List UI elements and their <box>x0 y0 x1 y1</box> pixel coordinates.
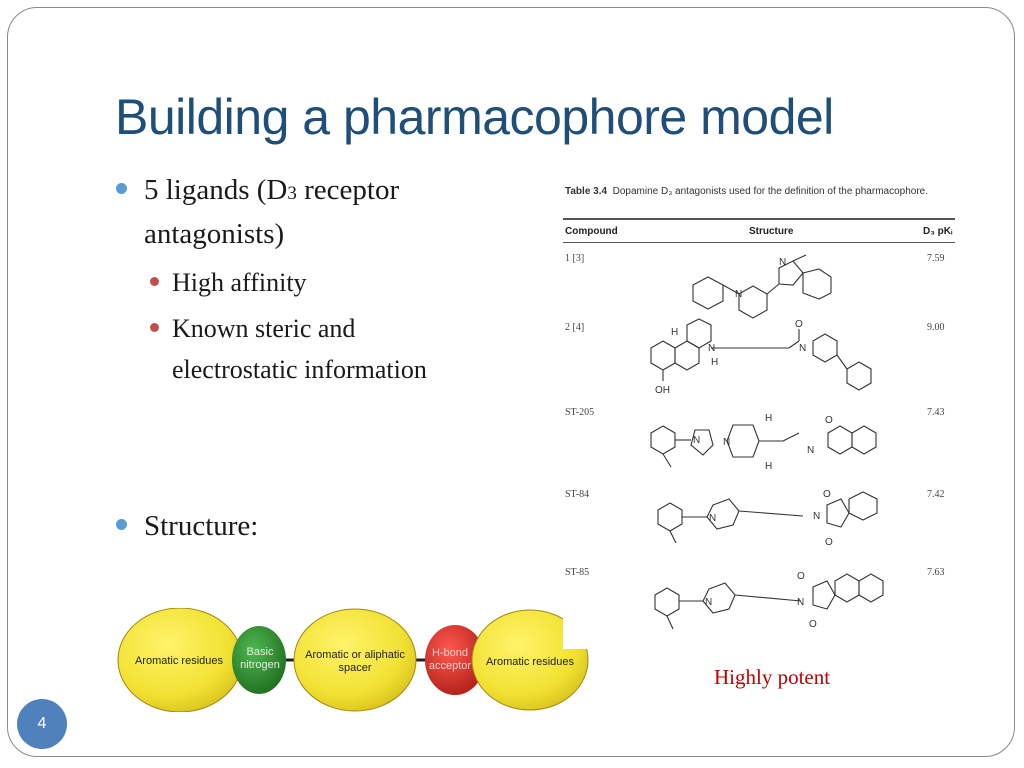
table-caption: Table 3.4 Dopamine D₃ antagonists used f… <box>565 185 957 198</box>
atom-h: H <box>711 357 718 368</box>
atom-o: O <box>797 571 805 582</box>
row-4-pk: 7.42 <box>927 489 945 500</box>
label-nitrogen: nitrogen <box>240 659 280 671</box>
bullet-structure: Structure: <box>116 504 259 548</box>
row-1-compound: 1 [3] <box>565 253 585 264</box>
row-3-compound: ST-205 <box>565 407 595 418</box>
atom-oh: OH <box>655 385 670 396</box>
atom-o: O <box>809 619 817 630</box>
table-caption-text: Dopamine D₃ antagonists used for the def… <box>612 186 929 197</box>
atom-o: O <box>825 415 833 426</box>
atom-n: N <box>708 343 715 354</box>
col-structure: Structure <box>749 226 794 237</box>
row-5-compound: ST-85 <box>565 567 590 578</box>
row-5-pk: 7.63 <box>927 567 945 578</box>
col-pk: D₃ pKᵢ <box>923 226 953 237</box>
sub-bullet-text: Known steric and <box>172 314 356 343</box>
atom-o: O <box>795 319 803 330</box>
spacer-sphere <box>293 608 417 712</box>
label-spacer-2: spacer <box>338 662 371 674</box>
table-caption-label: Table 3.4 <box>565 186 608 197</box>
atom-n: N <box>813 511 820 522</box>
structure-5 <box>654 573 884 630</box>
label-spacer-1: Aromatic or aliphatic <box>305 649 405 661</box>
row-2-pk: 9.00 <box>927 322 945 333</box>
label-aromatic-residues-2: Aromatic residues <box>486 656 575 668</box>
atom-o: O <box>823 489 831 500</box>
atom-n: N <box>799 343 806 354</box>
atom-h: H <box>765 413 772 424</box>
chemical-structures: N N H N H N O OH N N H H N O N N O O N N… <box>650 254 884 630</box>
row-3-pk: 7.43 <box>927 407 945 418</box>
structure-1 <box>692 254 832 319</box>
bullet-text: 5 ligands (D <box>144 174 288 206</box>
bullet-text: antagonists) <box>144 218 285 250</box>
structure-3 <box>650 424 877 468</box>
col-compound: Compound <box>565 226 618 237</box>
label-acceptor: acceptor <box>429 660 472 672</box>
structure-2 <box>650 318 872 391</box>
compound-table: Table 3.4 Dopamine D₃ antagonists used f… <box>563 183 958 649</box>
hbond-acceptor-sphere <box>425 625 485 695</box>
bullet-ligands-line2: antagonists) <box>118 212 284 256</box>
slide-title: Building a pharmacophore model <box>115 89 834 145</box>
table-top-rule <box>563 218 955 220</box>
atom-n: N <box>693 435 700 446</box>
atom-o: O <box>825 537 833 548</box>
sub-bullet-affinity: High affinity <box>150 262 307 304</box>
bullet-dot-icon <box>116 519 127 530</box>
table-header-rule <box>563 242 955 243</box>
sub-bullet-text: High affinity <box>172 268 307 297</box>
page-number-badge: 4 <box>17 699 67 749</box>
atom-n: N <box>735 289 742 300</box>
bullet-dot-icon <box>116 183 127 194</box>
bullet-text: Structure: <box>144 510 259 542</box>
label-hbond: H-bond <box>432 647 468 659</box>
atom-n: N <box>723 437 730 448</box>
atom-n: N <box>779 257 786 268</box>
sub-bullet-dot-icon <box>150 323 159 332</box>
aromatic-residues-sphere-2 <box>471 609 589 711</box>
atom-n: N <box>807 445 814 456</box>
row-4-compound: ST-84 <box>565 489 590 500</box>
pharmacophore-model-diagram: Aromatic residues Basic nitrogen Aromati… <box>117 608 591 712</box>
bullet-subscript: 3 <box>287 183 297 204</box>
bullet-text: receptor <box>296 174 400 206</box>
atom-h: H <box>765 461 772 472</box>
highly-potent-note: Highly potent <box>714 665 831 689</box>
atom-n: N <box>797 597 804 608</box>
structure-4 <box>657 491 878 544</box>
atom-n: N <box>709 513 716 524</box>
sub-bullet-known: Known steric and <box>150 308 355 350</box>
sub-bullet-text: electrostatic information <box>172 355 427 384</box>
sub-bullet-known-line2: electrostatic information <box>150 349 427 391</box>
basic-nitrogen-sphere <box>232 626 286 694</box>
sub-bullet-dot-icon <box>150 277 159 286</box>
atom-n: N <box>705 597 712 608</box>
label-aromatic-residues: Aromatic residues <box>135 655 224 667</box>
row-1-pk: 7.59 <box>927 253 945 264</box>
row-2-compound: 2 [4] <box>565 322 585 333</box>
bullet-ligands: 5 ligands (D3 receptor <box>116 168 400 216</box>
label-basic: Basic <box>247 646 274 658</box>
atom-h: H <box>671 327 678 338</box>
